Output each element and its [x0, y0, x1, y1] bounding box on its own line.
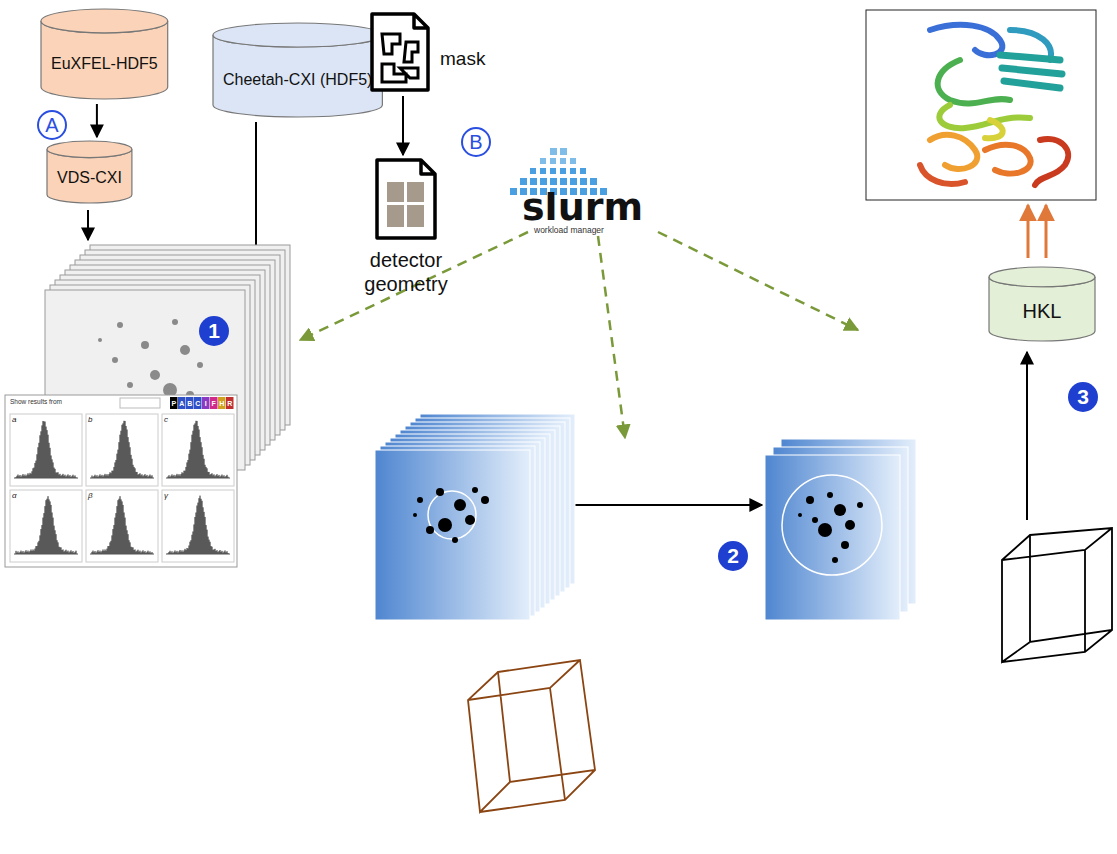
- dashed-arrow: [598, 236, 625, 438]
- diffraction-spot: [465, 515, 475, 525]
- screenshot-text: Show results from: [10, 399, 62, 406]
- screenshot-text: a: [12, 416, 16, 424]
- resolution-ring: [782, 475, 882, 575]
- arrow: [1026, 352, 1028, 520]
- diffraction-spot: [472, 487, 478, 493]
- database-cylinder: Cheetah-CXI (HDF5): [212, 22, 383, 118]
- callout-number: 1: [199, 316, 229, 346]
- dashed-arrow: [658, 232, 858, 330]
- screenshot-text: F: [210, 400, 218, 407]
- flow-arrow: [402, 96, 404, 155]
- node-outline: [375, 158, 437, 240]
- diffraction-spot: [806, 496, 814, 504]
- diffraction-spot: [436, 488, 444, 496]
- screenshot-text: B: [186, 400, 194, 407]
- diffraction-spot: [857, 502, 863, 508]
- protein-cartoon: [920, 25, 1068, 185]
- database-cylinder: HKL: [988, 266, 1096, 342]
- diffraction-spot: [845, 520, 855, 530]
- database-cylinder: EuXFEL-HDF5: [40, 8, 169, 100]
- node-label: VDS-CXI: [54, 169, 125, 187]
- callout-number: A: [37, 110, 67, 140]
- diffraction-spot: [818, 523, 832, 537]
- node-label: HKL: [996, 300, 1088, 323]
- diffraction-spot: [832, 557, 838, 563]
- diffraction-spot: [834, 504, 846, 516]
- node-label: EuXFEL-HDF5: [48, 55, 161, 73]
- unit-cell: [468, 660, 595, 812]
- diffraction-spot: [180, 345, 190, 355]
- diffraction-spot: [438, 518, 452, 532]
- arrow: [87, 210, 89, 240]
- arrow: [1045, 205, 1048, 258]
- diffraction-spot: [117, 322, 123, 328]
- callout-number: B: [461, 127, 491, 157]
- resolution-ring: [428, 491, 476, 539]
- screenshot-text: b: [88, 416, 92, 424]
- screenshot-text: I: [202, 400, 210, 407]
- screenshot-text: H: [218, 400, 226, 407]
- diffraction-spot: [141, 341, 149, 349]
- screenshot-text: A: [178, 400, 186, 407]
- node-outline: [40, 8, 169, 100]
- diffraction-spot: [841, 541, 849, 549]
- image-sheet: [765, 455, 900, 620]
- diffraction-spot: [127, 382, 133, 388]
- diffraction-spot: [798, 513, 802, 517]
- screenshot-text: P: [170, 400, 178, 407]
- screenshot-text: β: [88, 492, 93, 500]
- diffraction-spot: [150, 370, 160, 380]
- callout-number: 2: [718, 541, 748, 571]
- diffraction-spot: [812, 517, 818, 523]
- flow-arrow: [96, 104, 98, 137]
- screenshot-text: R: [226, 400, 234, 407]
- node-label: Cheetah-CXI (HDF5): [220, 71, 375, 89]
- screenshot-text: γ: [164, 492, 168, 500]
- image-sheet: [375, 450, 530, 620]
- diffraction-spot: [98, 338, 102, 342]
- diffraction-spot: [827, 492, 833, 498]
- node-label: mask: [440, 48, 485, 70]
- callout-number: 3: [1068, 382, 1098, 412]
- screenshot-text: c: [164, 416, 168, 424]
- node-outline: [212, 22, 383, 118]
- unit-cell: [1002, 528, 1112, 662]
- diffraction-spot: [426, 526, 434, 534]
- screenshot-text: C: [194, 400, 202, 407]
- logo-text: workload manager: [534, 226, 604, 235]
- node-label: detector geometry: [360, 248, 452, 296]
- database-cylinder: VDS-CXI: [46, 140, 133, 204]
- diffraction-spot: [112, 357, 118, 363]
- arrow: [565, 504, 762, 506]
- diffraction-spot: [417, 497, 423, 503]
- diffraction-spot: [413, 513, 417, 517]
- structure-frame: [866, 10, 1096, 200]
- diffraction-spot: [452, 537, 458, 543]
- histogram-panel: [5, 395, 237, 567]
- logo-text: slurm: [522, 188, 643, 226]
- arrow: [255, 122, 257, 262]
- diffraction-spot: [454, 499, 466, 511]
- diffraction-spot: [197, 362, 203, 368]
- node-outline: [370, 12, 430, 92]
- arrow: [1027, 205, 1030, 258]
- diffraction-spot: [481, 496, 489, 504]
- file-icon: detector geometry: [360, 158, 452, 298]
- screenshot-text: α: [12, 492, 17, 500]
- file-icon: mask: [370, 12, 495, 94]
- dashed-arrow: [300, 232, 528, 340]
- diffraction-spot: [172, 319, 178, 325]
